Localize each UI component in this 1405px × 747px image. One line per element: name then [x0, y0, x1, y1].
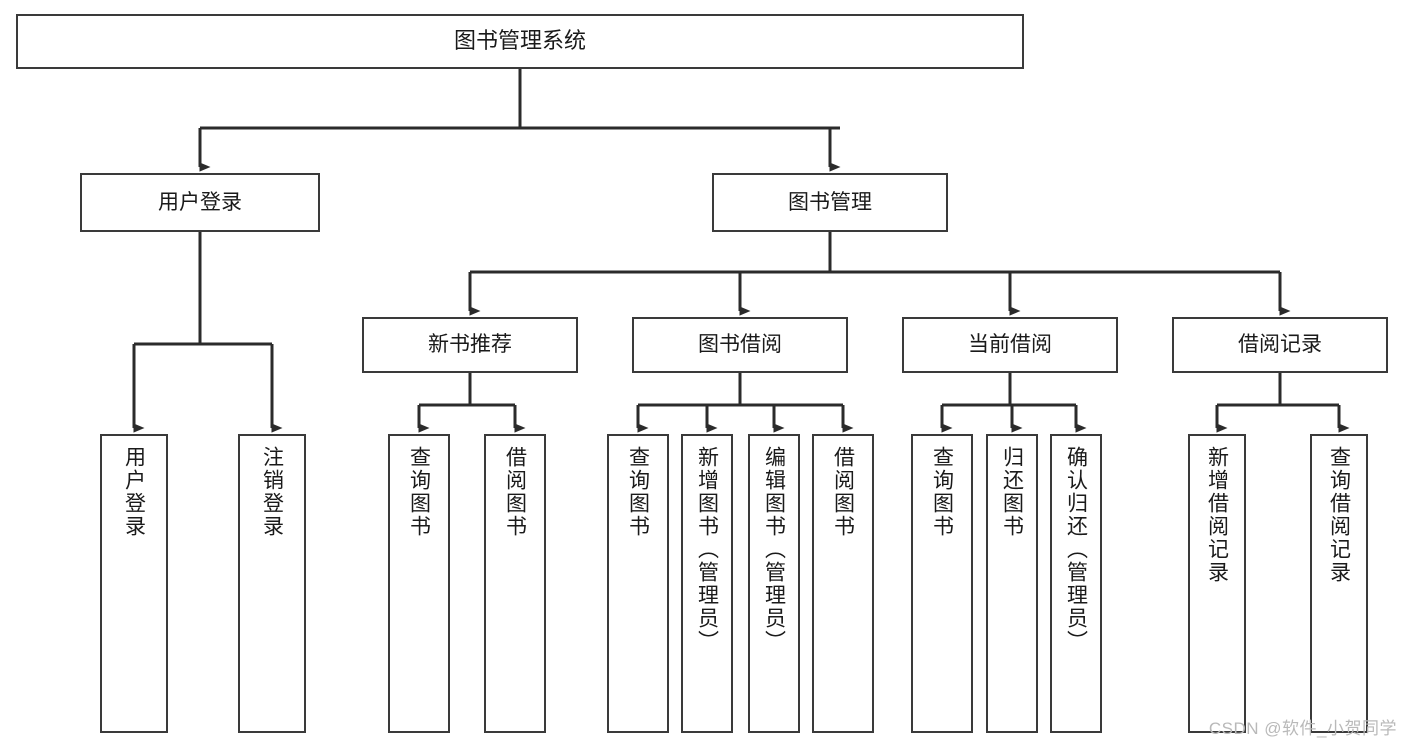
node-current-borrow-label: 当前借阅: [968, 333, 1052, 357]
leaf-borrow-book-nb-label: 借阅图书: [503, 446, 527, 538]
leaf-edit-book-admin[interactable]: 编辑图书（管理员）: [748, 434, 800, 733]
node-borrow-record-label: 借阅记录: [1238, 333, 1322, 357]
leaf-return-book-label: 归还图书: [1000, 446, 1024, 538]
leaf-confirm-return-admin[interactable]: 确认归还（管理员）: [1050, 434, 1102, 733]
leaf-logout[interactable]: 注销登录: [238, 434, 306, 733]
leaf-query-book-bb-label: 查询图书: [626, 446, 650, 538]
leaf-add-book-admin[interactable]: 新增图书（管理员）: [681, 434, 733, 733]
leaf-borrow-book-nb[interactable]: 借阅图书: [484, 434, 546, 733]
node-root-label: 图书管理系统: [453, 28, 586, 54]
node-user-login[interactable]: 用户登录: [80, 173, 320, 232]
leaf-borrow-book-bb[interactable]: 借阅图书: [812, 434, 874, 733]
leaf-query-book-cb[interactable]: 查询图书: [911, 434, 973, 733]
leaf-user-login-label: 用户登录: [122, 446, 146, 538]
leaf-query-borrow-record[interactable]: 查询借阅记录: [1310, 434, 1368, 733]
node-book-borrow[interactable]: 图书借阅: [632, 317, 848, 373]
leaf-query-book-nb-label: 查询图书: [407, 446, 431, 538]
leaf-edit-book-admin-label: 编辑图书（管理员）: [762, 446, 786, 653]
node-new-book-recommend[interactable]: 新书推荐: [362, 317, 578, 373]
node-book-management[interactable]: 图书管理: [712, 173, 948, 232]
node-root[interactable]: 图书管理系统: [16, 14, 1024, 69]
leaf-user-login[interactable]: 用户登录: [100, 434, 168, 733]
leaf-query-book-bb[interactable]: 查询图书: [607, 434, 669, 733]
leaf-return-book[interactable]: 归还图书: [986, 434, 1038, 733]
node-new-book-recommend-label: 新书推荐: [428, 333, 512, 357]
node-book-borrow-label: 图书借阅: [698, 333, 782, 357]
leaf-add-book-admin-label: 新增图书（管理员）: [695, 446, 719, 653]
leaf-query-borrow-record-label: 查询借阅记录: [1327, 446, 1351, 584]
leaf-add-borrow-record[interactable]: 新增借阅记录: [1188, 434, 1246, 733]
node-borrow-record[interactable]: 借阅记录: [1172, 317, 1388, 373]
node-book-management-label: 图书管理: [788, 190, 872, 214]
leaf-add-borrow-record-label: 新增借阅记录: [1205, 446, 1229, 584]
node-user-login-label: 用户登录: [158, 190, 242, 214]
leaf-confirm-return-admin-label: 确认归还（管理员）: [1064, 446, 1088, 653]
leaf-logout-label: 注销登录: [260, 446, 284, 538]
node-current-borrow[interactable]: 当前借阅: [902, 317, 1118, 373]
leaf-borrow-book-bb-label: 借阅图书: [831, 446, 855, 538]
leaf-query-book-nb[interactable]: 查询图书: [388, 434, 450, 733]
watermark: CSDN @软件_小贺同学: [1208, 719, 1397, 738]
leaf-query-book-cb-label: 查询图书: [930, 446, 954, 538]
